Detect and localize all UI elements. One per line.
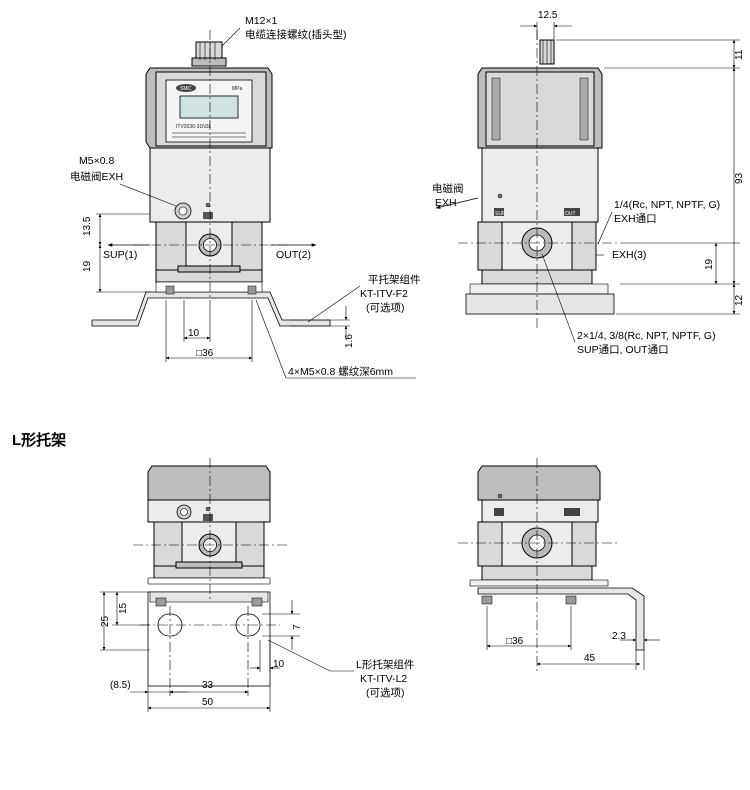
m12-label: M12×1 xyxy=(245,15,278,27)
flat-bracket xyxy=(91,291,331,327)
front-view-annotations: M12×1 电缆连接螺纹(插头型) M5×0.8 电磁阀EXH SUP(1) O… xyxy=(70,15,421,379)
dim-19-right: 19 xyxy=(704,258,715,270)
dim-2-3: 2.3 xyxy=(612,631,626,642)
dim-33: 33 xyxy=(202,680,214,691)
cable-connector-label: 电缆连接螺纹(插头型) xyxy=(245,28,347,41)
exh-label: EXH xyxy=(435,197,457,209)
sup-out-port-label: SUP通口, OUT通口 xyxy=(577,344,669,356)
dim-12-5: 12.5 xyxy=(538,10,558,21)
exh-port-label: EXH通口 xyxy=(614,213,657,225)
dim-1-6: 1.6 xyxy=(344,334,355,348)
out2-label: OUT(2) xyxy=(276,249,311,261)
sup-mark: SUP xyxy=(495,211,506,217)
dim-10-bottom: 10 xyxy=(273,659,285,670)
dim-50: 50 xyxy=(202,697,214,708)
flat-bracket-label: 平托架组件 xyxy=(368,273,421,286)
solenoid-valve-label: 电磁阀 xyxy=(432,182,464,195)
dim-13-5: 13.5 xyxy=(82,216,93,236)
dim-25: 25 xyxy=(100,615,111,627)
out-port-boss xyxy=(231,221,263,271)
l-bracket-front-view xyxy=(133,458,290,690)
dim-36-top: □36 xyxy=(196,348,214,359)
out-mark: OUT xyxy=(565,211,576,217)
solenoid-exh-label: 电磁阀EXH xyxy=(70,170,123,183)
m5-label: M5×0.8 xyxy=(79,155,114,167)
l-bracket-model: KT-ITV-L2 xyxy=(360,673,407,685)
exh-port-spec: 1/4(Rc, NPT, NPTF, G) xyxy=(614,199,720,211)
l-bracket-front-annotations: 15 25 7 10 (8.5) 33 50 L形托架组件 KT-ITV-L2 … xyxy=(100,591,414,712)
dim-11: 11 xyxy=(734,49,745,60)
dim-7: 7 xyxy=(292,624,303,630)
sup1-label: SUP(1) xyxy=(103,249,137,261)
side-view: SUP OUT xyxy=(435,30,618,330)
dim-10-top: 10 xyxy=(188,328,200,339)
dim-45: 45 xyxy=(584,653,596,664)
dim-19-left: 19 xyxy=(82,260,93,272)
flat-bracket-side xyxy=(465,293,615,315)
l-bracket-side-view xyxy=(458,458,645,672)
flat-bracket-optional: (可选项) xyxy=(366,301,405,314)
front-view: SMC MPa ITV2030-31N3L xyxy=(91,30,331,327)
dim-93: 93 xyxy=(734,172,745,184)
units-text: MPa xyxy=(232,86,243,92)
side-view-annotations: 12.5 11 93 12 19 电磁阀 EXH 1/4(Rc, NPT, NP… xyxy=(432,10,745,356)
screw-holes-label: 4×M5×0.8 螺纹深6mm xyxy=(288,365,393,378)
dim-8-5: (8.5) xyxy=(110,680,131,691)
smc-logo xyxy=(176,84,196,92)
l-bracket-plate xyxy=(147,591,271,687)
l-bracket-optional: (可选项) xyxy=(366,686,405,699)
model-text: ITV2030-31N3L xyxy=(176,124,212,130)
l-bracket-heading: L形托架 xyxy=(12,432,67,449)
l-bracket-label: L形托架组件 xyxy=(356,658,414,671)
dim-12: 12 xyxy=(734,294,745,306)
sup-port-boss xyxy=(155,221,187,271)
flat-bracket-model: KT-ITV-F2 xyxy=(360,288,408,300)
dim-15: 15 xyxy=(118,602,129,614)
l-bracket-side-annotations: □36 2.3 45 xyxy=(486,606,660,670)
brand-text: SMC xyxy=(180,86,192,92)
exh3-label: EXH(3) xyxy=(612,249,646,261)
sup-out-spec: 2×1/4, 3/8(Rc, NPT, NPTF, G) xyxy=(577,330,716,342)
lcd-display xyxy=(179,95,239,119)
dim-36-bottom: □36 xyxy=(506,636,524,647)
